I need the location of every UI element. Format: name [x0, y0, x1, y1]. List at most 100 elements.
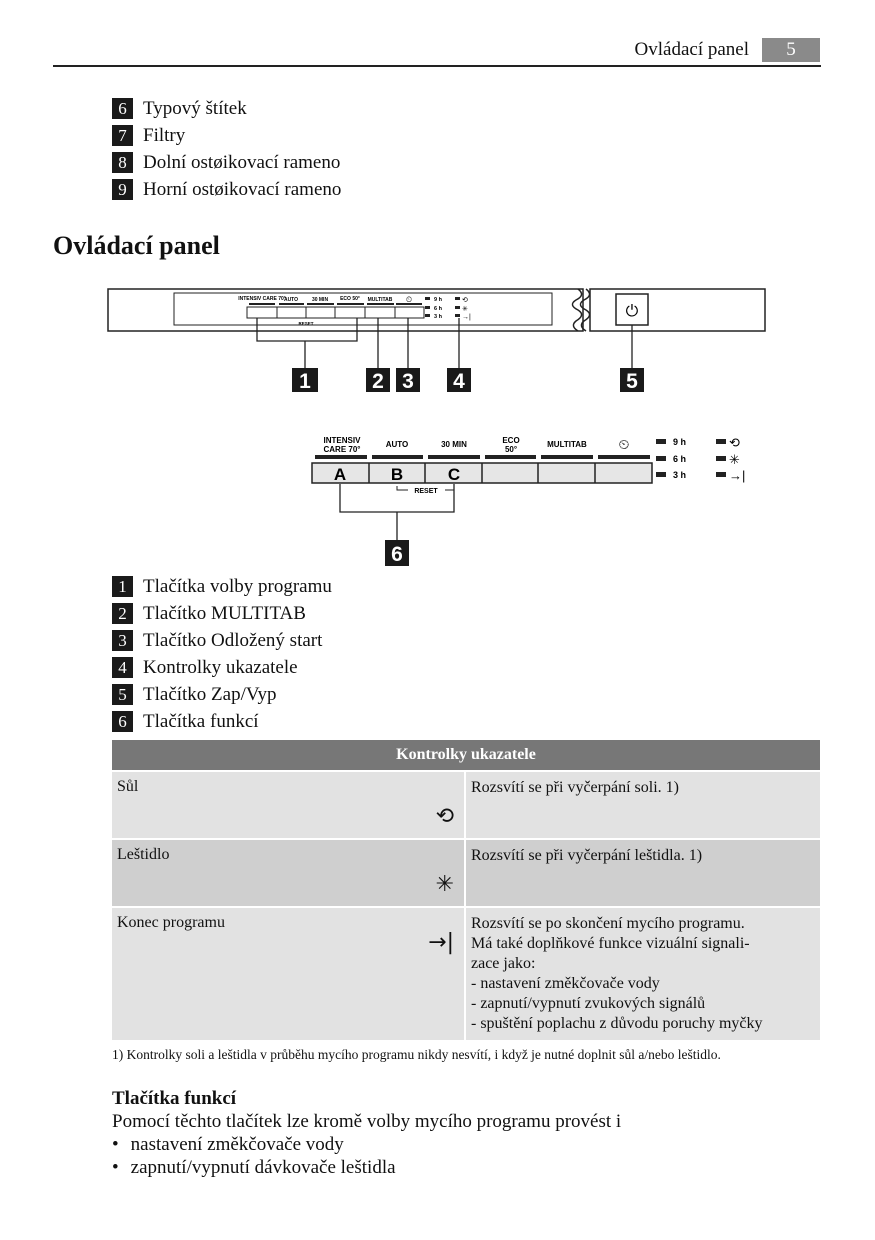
indicator-desc: - spuštění poplachu z důvodu poruchy myč…	[471, 1015, 763, 1032]
item-label: Kontrolky ukazatele	[143, 656, 298, 678]
svg-text:9 h: 9 h	[434, 297, 443, 303]
item-label: Typový štítek	[143, 97, 247, 119]
item-number: 3	[112, 630, 133, 651]
small-status-indicators: ⟲ ✳ →|	[455, 297, 471, 321]
callout-bracket-1	[256, 318, 358, 368]
svg-text:✳: ✳	[462, 305, 468, 313]
indicator-name: Sůl	[117, 778, 139, 795]
indicator-desc: Rozsvítí se po skončení mycího programu.	[471, 915, 745, 932]
svg-text:⟲: ⟲	[462, 297, 468, 304]
item-number: 9	[112, 179, 133, 200]
small-label-intensiv: INTENSIV CARE 70°	[238, 296, 286, 302]
svg-text:6 h: 6 h	[434, 306, 443, 312]
time-indicators: 9 h 6 h 3 h	[656, 437, 686, 480]
indicator-table: Kontrolky ukazatele Sůl ⟲ Rozsvítí se při…	[112, 740, 820, 1042]
label-auto: AUTO	[386, 440, 409, 449]
small-label-30min: 30 MIN	[312, 297, 329, 303]
list-item: 4 Kontrolky ukazatele	[112, 654, 332, 681]
section-title: Ovládací panel	[53, 231, 220, 260]
small-label-auto: AUTO	[284, 297, 298, 303]
end-indicator-icon: →|	[729, 468, 745, 483]
button-letter-a: A	[334, 465, 346, 484]
indicator-name: Konec programu	[117, 914, 225, 931]
callout-2: 2	[372, 370, 384, 393]
salt-icon: ⟲	[435, 804, 454, 829]
button-letter-b: B	[391, 465, 403, 484]
small-button-bars	[249, 303, 422, 305]
list-item: 1 Tlačítka volby programu	[112, 573, 332, 600]
page-number: 5	[762, 38, 820, 62]
indicator-desc: - zapnutí/vypnutí zvukových signálů	[471, 995, 706, 1012]
delay-start-icon: ⏲	[619, 436, 630, 452]
reset-label: RESET	[414, 488, 438, 495]
table-row: Leštidlo ✳ Rozsvítí se při vyčerpání lešt…	[112, 840, 820, 908]
panel-outline-right	[589, 288, 766, 332]
small-label-eco: ECO 50°	[340, 296, 360, 302]
label-30min: 30 MIN	[441, 440, 467, 449]
svg-text:3 h: 3 h	[434, 314, 443, 320]
panel-outline	[107, 288, 584, 332]
list-item: 3 Tlačítko Odložený start	[112, 627, 332, 654]
label-care: CARE 70°	[324, 445, 361, 454]
item-number: 7	[112, 125, 133, 146]
table-row: Sůl⟲ Rozsvítí se při vyčerpání soli. 1)	[112, 772, 820, 840]
label-50: 50°	[505, 445, 517, 454]
callout-6: 6	[391, 543, 403, 566]
item-label: Tlačítko Odložený start	[143, 629, 323, 651]
indicator-desc: Rozsvítí se při vyčerpání leštidla. 1)	[471, 847, 703, 864]
label-multitab: MULTITAB	[547, 440, 587, 449]
functions-bullets: nastavení změkčovače vody zapnutí/vypnut…	[112, 1133, 396, 1179]
footnote: 1) Kontrolky soli a leštidla v průběhu m…	[112, 1047, 721, 1062]
item-label: Tlačítka volby programu	[143, 575, 332, 597]
item-number: 6	[112, 98, 133, 119]
item-label: Tlačítko MULTITAB	[143, 602, 306, 624]
small-label-multitab: MULTITAB	[368, 297, 393, 303]
function-buttons-diagram: INTENSIV CARE 70° AUTO 30 MIN ECO 50° MU…	[311, 435, 745, 566]
item-label: Filtry	[143, 124, 186, 146]
small-time-indicators: 9 h 6 h 3 h	[425, 297, 443, 320]
indicator-desc: zace jako:	[471, 955, 536, 972]
svg-text:6 h: 6 h	[673, 454, 686, 464]
item-number: 6	[112, 711, 133, 732]
callout-1: 1	[299, 370, 311, 393]
label-intensiv: INTENSIV	[324, 436, 362, 445]
svg-text:3 h: 3 h	[673, 470, 686, 480]
rinse-aid-indicator-icon: ✳	[729, 452, 740, 467]
item-label: Dolní ostøikovací rameno	[143, 151, 341, 173]
list-item: 2 Tlačítko MULTITAB	[112, 600, 332, 627]
item-label: Horní ostøikovací rameno	[143, 178, 342, 200]
item-number: 1	[112, 576, 133, 597]
list-item: 7 Filtry	[112, 122, 341, 149]
salt-indicator-icon: ⟲	[729, 435, 740, 450]
callout-3: 3	[402, 370, 414, 393]
rinse-aid-icon: ✳	[435, 872, 454, 897]
header-rule	[53, 65, 821, 67]
svg-text:→|: →|	[462, 314, 471, 321]
end-of-program-icon: →|	[428, 930, 454, 955]
list-item: 6 Typový štítek	[112, 95, 341, 122]
item-label: Tlačítko Zap/Vyp	[143, 683, 277, 705]
functions-title: Tlačítka funkcí	[112, 1088, 237, 1109]
indicator-desc: Má také doplňkové funkce vizuální signal…	[471, 935, 750, 952]
control-panel-diagram: INTENSIV CARE 70° AUTO 30 MIN ECO 50° MU…	[107, 288, 766, 393]
callout-bracket-6	[339, 484, 455, 540]
list-item: 9 Horní ostøikovací rameno	[112, 176, 341, 203]
delay-start-small-icon: ⏲	[406, 295, 412, 304]
indicator-name: Leštidlo	[117, 846, 170, 863]
status-indicators: ⟲ ✳ →|	[716, 435, 745, 483]
item-number: 5	[112, 684, 133, 705]
button-letter-c: C	[448, 465, 460, 484]
bullet-item: zapnutí/vypnutí dávkovače leštidla	[112, 1156, 396, 1179]
item-number: 2	[112, 603, 133, 624]
table-header: Kontrolky ukazatele	[112, 740, 820, 772]
bullet-item: nastavení změkčovače vody	[112, 1133, 396, 1156]
label-eco: ECO	[502, 436, 519, 445]
functions-text: Pomocí těchto tlačítek lze kromě volby m…	[112, 1111, 622, 1132]
svg-text:9 h: 9 h	[673, 437, 686, 447]
item-number: 4	[112, 657, 133, 678]
table-row: Konec programu →| Rozsvítí se po skončení…	[112, 908, 820, 1042]
page-header-title: Ovládací panel	[634, 39, 749, 60]
